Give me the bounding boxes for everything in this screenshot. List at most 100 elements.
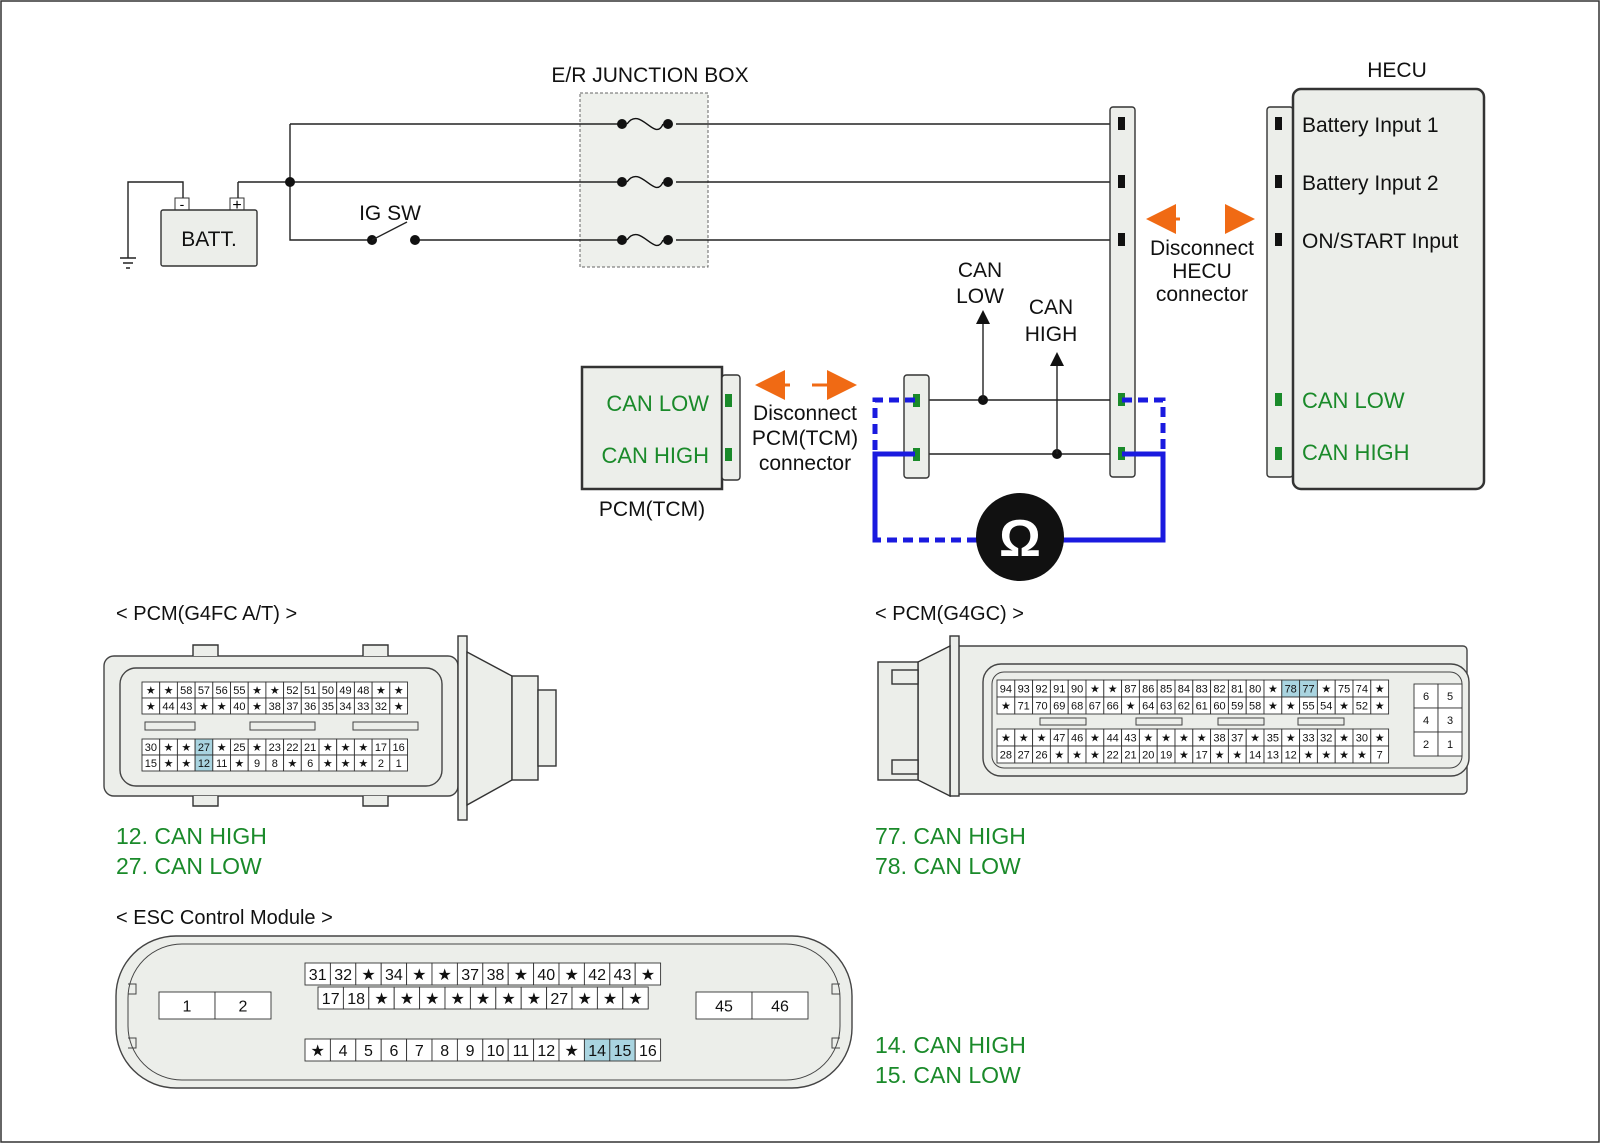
pcm-g4gc-pin-label: 32 [1320,733,1332,745]
pcm-g4gc-side-pin-label: 4 [1423,715,1429,727]
pcm-g4fc-pin-label: 30 [145,742,157,754]
ohm-symbol: Ω [999,510,1041,568]
pcm-g4gc-pin-label: 90 [1071,684,1083,696]
pcm-g4fc-pin-label: 49 [339,685,351,697]
svg-text:HIGH: HIGH [1025,323,1078,346]
fuse-2 [617,170,676,194]
hecu-harness-connector [1109,106,1136,478]
pcm-g4fc-pin-label: 21 [304,742,316,754]
esc-pin-label: ★ [412,967,426,984]
esc-pin [634,1038,662,1062]
pcm-g4fc-pin-label: 50 [322,685,334,697]
pcm-g4gc-pin-label: 63 [1160,701,1172,713]
esc-pin-label: ★ [400,991,414,1008]
pcm-g4fc-pin-label: 2 [378,758,384,770]
hecu-pin-battery-2: Battery Input 2 [1302,172,1439,195]
pcm-pin-can-low: CAN LOW [606,391,709,416]
esc-pin-label: 31 [309,967,327,984]
hecu-pin-can-high: CAN HIGH [1302,440,1410,465]
pcm-g4gc-pin-label: 35 [1267,733,1279,745]
svg-text:Disconnect: Disconnect [753,402,857,425]
pcm-g4gc-pin-label: ★ [1339,733,1349,745]
esc-pin-label: ★ [451,991,465,1008]
pcm-g4gc-pin-label: 75 [1338,684,1350,696]
pcm-g4gc-pin-label: ★ [1108,684,1118,696]
pcm-g4gc-pin-label: 19 [1160,750,1172,762]
pcm-g4fc-pin-label: 36 [304,701,316,713]
can-high-tap-arrow-icon [1050,352,1064,366]
esc-pin-label: 38 [487,967,505,984]
pcm-g4gc-pin-label: ★ [1161,733,1171,745]
pcm-g4gc-pin-label: 67 [1089,701,1101,713]
pcm-g4gc-pin-label: ★ [1090,684,1100,696]
esc-pin-label: ★ [361,967,375,984]
pcm-g4gc-pin-label: 30 [1356,733,1368,745]
ig-switch-icon [371,221,408,241]
pcm-g4gc-pin-label: 83 [1196,684,1208,696]
pcm-g4fc-pin-label: 16 [393,742,405,754]
pcm-g4fc-title: < PCM(G4FC A/T) > [116,603,297,625]
pcm-g4gc-pin-label: ★ [1072,750,1082,762]
pcm-g4fc-legend-low: 27. CAN LOW [116,853,262,879]
pcm-g4gc-pin-label: ★ [1126,701,1136,713]
pcm-g4gc-side-pin-label: 6 [1423,691,1429,703]
esc-pin-label: 5 [364,1043,373,1060]
esc-pin-label: 32 [334,967,352,984]
esc-pin-label: ★ [438,967,452,984]
svg-text:Disconnect: Disconnect [1150,237,1254,260]
pcm-g4gc-pin-label: 85 [1160,684,1172,696]
pcm-g4gc-pin-label: 64 [1142,701,1154,713]
pcm-g4gc-side-pin [1413,707,1439,733]
svg-text:connector: connector [759,452,851,475]
pcm-g4fc-pin-label: 17 [375,742,387,754]
esc-pin-label: 6 [389,1043,398,1060]
esc-right-pin [751,991,809,1020]
pcm-g4gc-pin-label: ★ [1375,701,1385,713]
pcm-g4fc-pin-label: ★ [146,685,156,697]
esc-pin-label: ★ [641,967,655,984]
pcm-g4fc-pin-label: 32 [375,701,387,713]
esc-pin-label: 12 [537,1043,555,1060]
fuse-1 [617,112,676,136]
pcm-g4gc-pin-label: 60 [1213,701,1225,713]
pcm-g4gc-pin-label: 74 [1356,684,1368,696]
esc-left-pin-label: 1 [183,999,192,1016]
pcm-g4gc-pin-label: 62 [1178,701,1190,713]
pcm-g4gc-pin-label: 12 [1285,750,1297,762]
esc-pin-label: ★ [578,991,592,1008]
pcm-g4gc-pin-label: 69 [1053,701,1065,713]
esc-pin-label: 9 [466,1043,475,1060]
esc-pin-label: 11 [513,1043,530,1060]
pcm-g4gc-pin-label: ★ [1001,701,1011,713]
pcm-g4gc-pin-label: 21 [1124,750,1136,762]
pcm-g4fc-pin-label: ★ [341,742,351,754]
pcm-g4fc-pin-label: ★ [252,701,262,713]
pcm-g4fc-legend-high: 12. CAN HIGH [116,823,267,849]
esc-pin-label: 42 [588,967,606,984]
pcm-g4gc-pin-label: 55 [1302,701,1314,713]
esc-pin-label: ★ [476,991,490,1008]
pcm-g4fc-pin [389,754,408,772]
pcm-module [580,365,724,491]
pcm-g4gc-pin-label: ★ [1054,750,1064,762]
pcm-g4fc-pin-label: 43 [180,701,192,713]
pcm-g4fc-pin-label: ★ [323,742,333,754]
ground-icon [120,257,136,269]
pcm-g4fc-pin-label: ★ [394,685,404,697]
pcm-harness-connector [903,374,930,479]
pcm-g4gc-pin-label: 13 [1267,750,1279,762]
esc-pin-label: ★ [565,1043,579,1060]
esc-pin [622,986,649,1010]
esc-pin-label: ★ [311,1043,325,1060]
pcm-g4gc-pin-label: 86 [1142,684,1154,696]
pcm-g4gc-pin-label: ★ [1286,733,1296,745]
pcm-g4gc-pin-label: 52 [1356,701,1368,713]
pcm-g4fc-pin-label: 35 [322,701,334,713]
ground-wire [127,181,184,258]
pcm-g4gc-pin-label: 38 [1213,733,1225,745]
pcm-g4gc-title: < PCM(G4GC) > [875,603,1024,625]
